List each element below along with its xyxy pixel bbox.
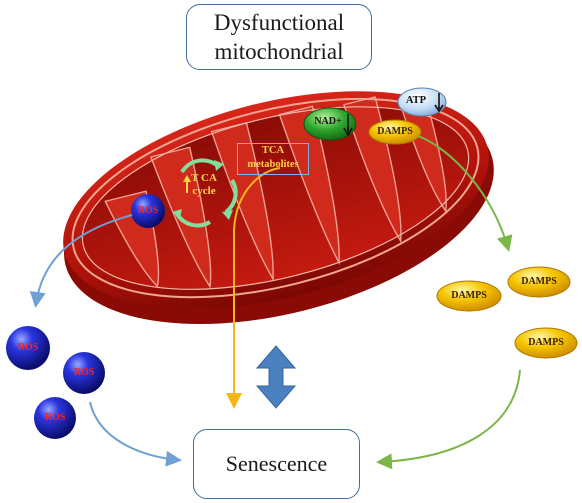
- damps-bubble: [514, 327, 578, 359]
- double-arrow-icon: [255, 345, 297, 409]
- title-line-2: mitochondrial: [214, 39, 344, 64]
- nad-bubble: [303, 107, 357, 141]
- ros-to-senescence-arrow: [89, 401, 182, 467]
- up-arrow-icon: [183, 175, 191, 193]
- ros-label: ROS: [73, 367, 95, 378]
- tca-cycle-line-2: cycle: [192, 185, 216, 197]
- tca-metabolites-line-1: TCA: [261, 145, 285, 156]
- mitochondrion: [63, 91, 494, 325]
- ros-release-arrow: [29, 214, 133, 308]
- atp-label: ATP: [405, 95, 427, 106]
- ros-sphere: [63, 352, 105, 394]
- ros-label: ROS: [17, 342, 39, 353]
- damps-label: DAMPS: [451, 290, 487, 301]
- nad-label: NAD+: [314, 116, 342, 127]
- down-arrow-icon: [343, 114, 353, 137]
- tca-metabolites-label: TCA metabolites: [237, 144, 309, 172]
- damps-bubble-inner: [368, 119, 422, 145]
- tca-to-senescence-arrow: [226, 167, 281, 409]
- damps-bubble: [507, 266, 571, 298]
- down-arrow-icon: [434, 93, 444, 113]
- title-line-1: Dysfunctional: [213, 10, 345, 35]
- tca-cycle-label: T CA cycle: [179, 172, 229, 198]
- damps-bubble: [436, 280, 502, 312]
- ros-sphere: [34, 397, 76, 439]
- tca-cycle-line-1: T CA: [191, 172, 217, 184]
- damps-label: DAMPS: [528, 337, 564, 348]
- senescence-box: Senescence: [193, 429, 360, 499]
- damps-label: DAMPS: [521, 276, 557, 287]
- tca-metabolites-line-2: metabolites: [247, 159, 299, 170]
- ros-label-inner: ROS: [137, 205, 159, 216]
- ros-sphere: [6, 326, 50, 370]
- damps-label-inner: DAMPS: [377, 126, 413, 137]
- tca-metabolites-box: [237, 143, 309, 175]
- ros-sphere-inner: [131, 194, 165, 228]
- damps-release-arrow: [417, 135, 513, 252]
- title-box: Dysfunctional mitochondrial: [186, 4, 372, 70]
- damps-to-senescence-arrow: [376, 369, 521, 470]
- atp-bubble: [397, 87, 447, 117]
- ros-label: ROS: [44, 412, 66, 423]
